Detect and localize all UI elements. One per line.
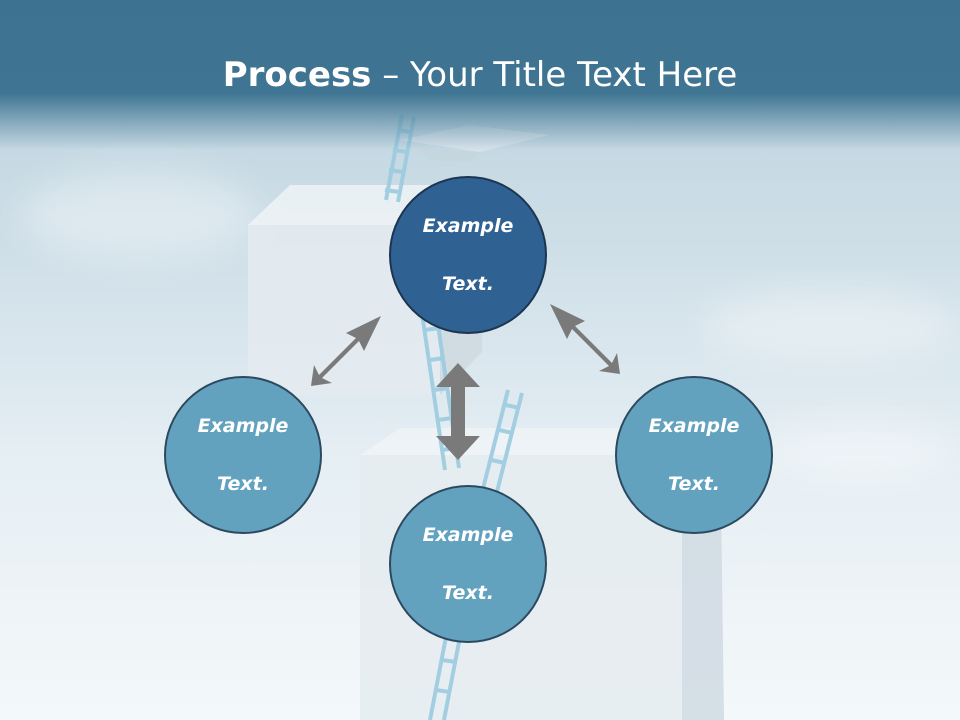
node-label-line2: Text. — [442, 581, 494, 604]
node-label-line1: Example — [648, 414, 740, 437]
node-label-line1: Example — [197, 414, 289, 437]
background-cloud — [760, 420, 960, 480]
background-cloud — [20, 170, 260, 260]
connector-arrows — [311, 304, 620, 460]
node-label-line2: Text. — [668, 472, 720, 495]
node-label-line1: Example — [422, 523, 514, 546]
arrow-vertical — [436, 363, 480, 460]
slide-title: Process – Your Title Text Here — [0, 52, 960, 98]
arrow-right-diagonal — [550, 304, 620, 374]
arrow-left-diagonal — [311, 316, 381, 386]
node-label-line1: Example — [422, 214, 514, 237]
header-band — [0, 0, 960, 150]
title-bold: Process — [222, 55, 372, 95]
background-cloud — [700, 290, 960, 360]
title-rest: – Your Title Text Here — [371, 55, 738, 95]
node-label-line2: Text. — [217, 472, 269, 495]
node-label-line2: Text. — [442, 272, 494, 295]
